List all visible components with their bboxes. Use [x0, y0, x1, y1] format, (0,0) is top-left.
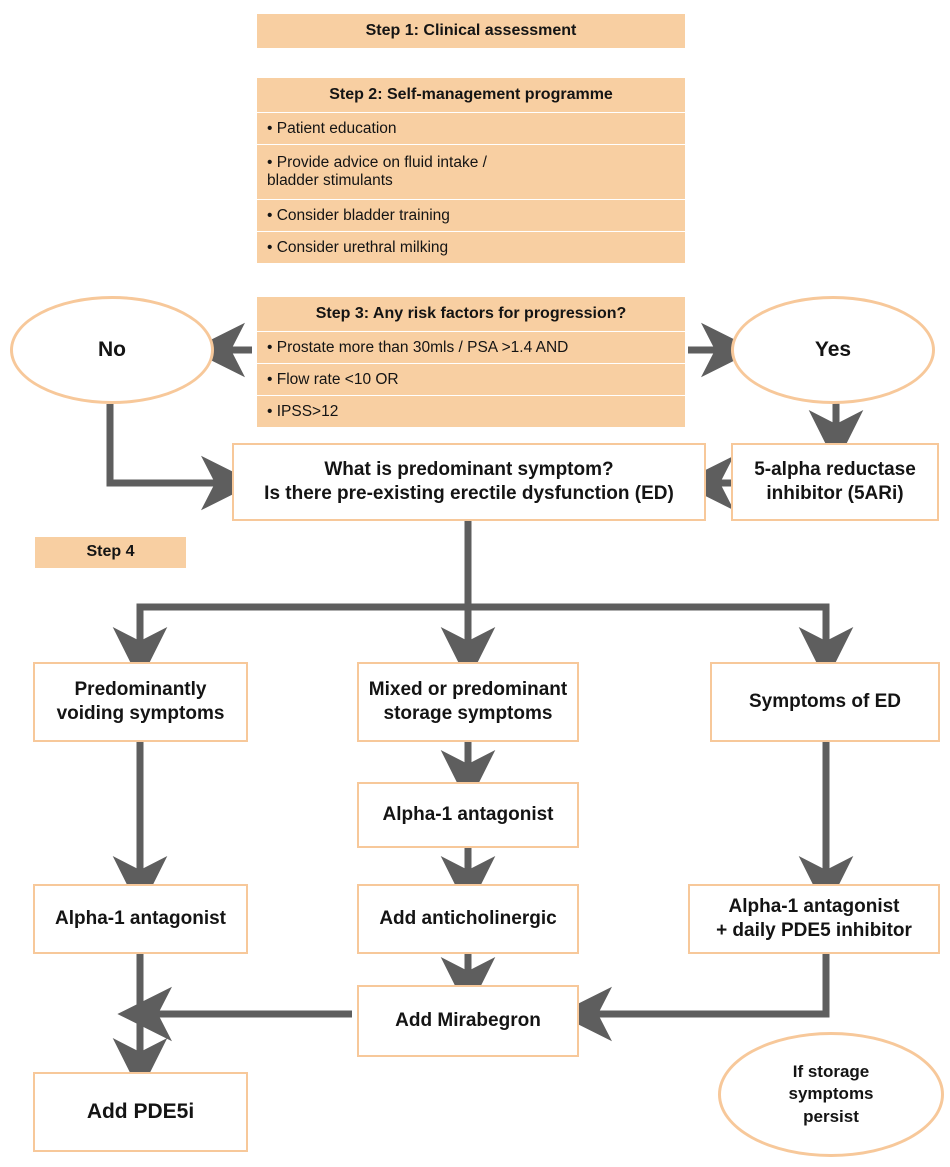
node-alpha1-antagonist-voiding[interactable]: Alpha-1 antagonist — [33, 884, 248, 954]
wire-alpha1pde5-to-mirabegron — [557, 954, 830, 1042]
step4-title: Step 4 — [86, 543, 135, 561]
step3-item-0-label: • Prostate more than 30mls / PSA >1.4 AN… — [267, 338, 569, 356]
step3-item-1: • Flow rate <10 OR — [257, 364, 685, 395]
node-add-pde5i[interactable]: Add PDE5i — [33, 1072, 248, 1152]
note-if-storage-symptoms-persist: If storage symptoms persist — [718, 1032, 944, 1157]
node-voiding-label: Predominantly voiding symptoms — [56, 679, 225, 724]
step3-title: Step 3: Any risk factors for progression… — [315, 304, 627, 322]
node-add-pde5i-label: Add PDE5i — [86, 1099, 195, 1123]
node-add-anticholinergic-label: Add anticholinergic — [379, 908, 557, 930]
step1-header: Step 1: Clinical assessment — [257, 14, 685, 48]
node-predominantly-voiding-symptoms[interactable]: Predominantly voiding symptoms — [33, 662, 248, 742]
step2-item-0: • Patient education — [257, 113, 685, 144]
node-add-mirabegron[interactable]: Add Mirabegron — [357, 985, 579, 1057]
step2-item-2: • Consider bladder training — [257, 200, 685, 231]
node-storage-label: Mixed or predominant storage symptoms — [368, 679, 568, 724]
node-alpha1-voiding-label: Alpha-1 antagonist — [54, 908, 226, 930]
note-storage-label: If storage symptoms persist — [788, 1062, 874, 1126]
node-alpha1-plus-pde5[interactable]: Alpha-1 antagonist + daily PDE5 inhibito… — [688, 884, 940, 954]
node-5ari-label: 5-alpha reductase inhibitor (5ARi) — [754, 459, 916, 504]
node-5alpha-reductase-inhibitor[interactable]: 5-alpha reductase inhibitor (5ARi) — [731, 443, 939, 521]
step2-item-0-label: • Patient education — [267, 119, 397, 137]
node-mixed-storage-symptoms[interactable]: Mixed or predominant storage symptoms — [357, 662, 579, 742]
node-alpha1-antagonist-storage[interactable]: Alpha-1 antagonist — [357, 782, 579, 848]
wire-bar-to-voiding-branch — [112, 603, 468, 682]
step2-item-2-label: • Consider bladder training — [267, 206, 450, 224]
step3-item-2: • IPSS>12 — [257, 396, 685, 427]
decision-no[interactable]: No — [10, 296, 214, 404]
node-add-mirabegron-label: Add Mirabegron — [395, 1010, 541, 1032]
step2-item-3-label: • Consider urethral milking — [267, 238, 449, 256]
decision-yes-label: Yes — [814, 338, 852, 362]
step3-item-1-label: • Flow rate <10 OR — [267, 370, 399, 388]
step2-header: Step 2: Self-management programme — [257, 78, 685, 112]
node-predominant-symptom-label: What is predominant symptom? Is there pr… — [264, 459, 674, 504]
step1-title: Step 1: Clinical assessment — [365, 21, 577, 39]
step2-item-1: • Provide advice on fluid intake / bladd… — [257, 145, 685, 199]
step2-item-1-label: • Provide advice on fluid intake / bladd… — [267, 154, 487, 189]
node-ed-label: Symptoms of ED — [748, 691, 902, 713]
node-alpha1-storage-label: Alpha-1 antagonist — [382, 804, 554, 826]
wire-no-to-symptom — [106, 404, 256, 511]
step3-header: Step 3: Any risk factors for progression… — [257, 297, 685, 331]
node-add-anticholinergic[interactable]: Add anticholinergic — [357, 884, 579, 954]
step2-item-3: • Consider urethral milking — [257, 232, 685, 263]
node-predominant-symptom[interactable]: What is predominant symptom? Is there pr… — [232, 443, 706, 521]
step3-item-2-label: • IPSS>12 — [267, 402, 339, 420]
step4-header: Step 4 — [35, 537, 186, 568]
decision-yes[interactable]: Yes — [731, 296, 935, 404]
node-alpha1-pde5-label: Alpha-1 antagonist + daily PDE5 inhibito… — [716, 896, 912, 941]
step3-item-0: • Prostate more than 30mls / PSA >1.4 AN… — [257, 332, 685, 363]
node-symptoms-of-ed[interactable]: Symptoms of ED — [710, 662, 940, 742]
decision-no-label: No — [98, 338, 126, 362]
wire-bar-to-ed-branch — [468, 603, 854, 682]
step2-title: Step 2: Self-management programme — [329, 85, 613, 103]
